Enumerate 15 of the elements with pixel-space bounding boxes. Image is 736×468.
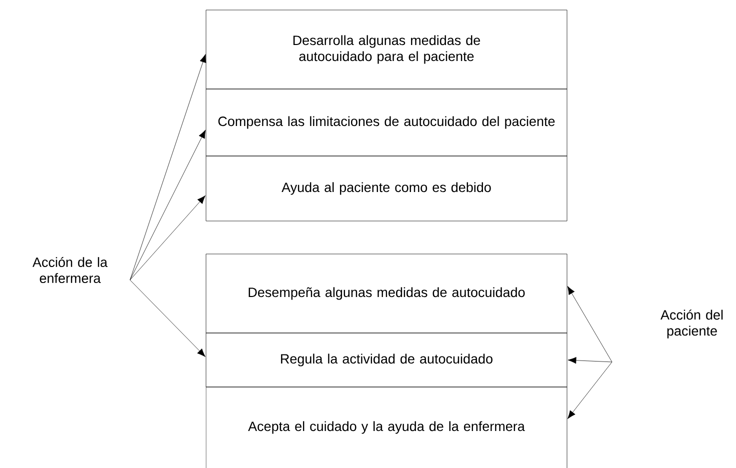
arrow [568, 357, 612, 364]
arrow [568, 362, 612, 419]
arrow [130, 54, 206, 280]
arrow [130, 280, 206, 357]
side-label: Acción de la enfermera [32, 256, 108, 284]
row-box: Ayuda al paciente como es debido [206, 156, 568, 222]
row-box: Desarrolla algunas medidas de autocuidado para el paciente [206, 10, 568, 90]
row-box: Compensa las limitaciones de autocuidado del paciente [206, 88, 568, 156]
arrow [567, 286, 612, 362]
row-box: Desempeña algunas medidas de autocuidado [206, 254, 568, 334]
arrow [130, 195, 206, 280]
arrow [130, 130, 206, 280]
row-box: Acepta el cuidado y la ayuda de la enfermera [206, 386, 568, 468]
side-label: Acción del paciente [660, 310, 723, 338]
row-box: Regula la actividad de autocuidado [206, 332, 568, 388]
